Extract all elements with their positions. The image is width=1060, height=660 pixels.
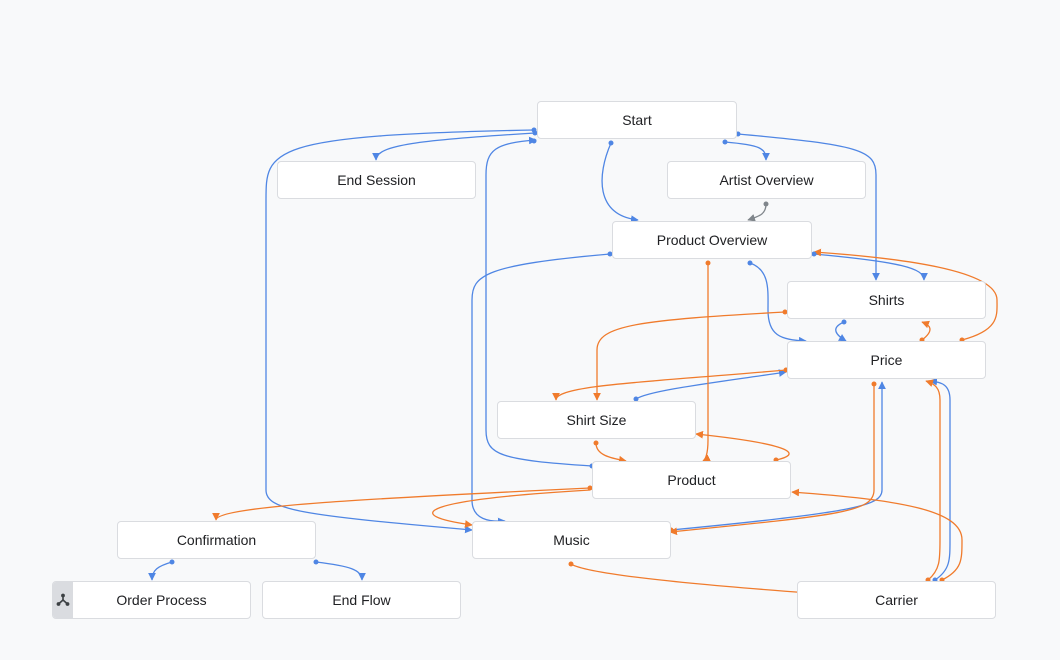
node-label: Product Overview [656, 232, 768, 248]
node-confirmation[interactable]: Confirmation [117, 521, 316, 559]
edge-shirts-price [835, 321, 847, 342]
edge-price-music [669, 384, 875, 536]
node-order-process[interactable]: Order Process [52, 581, 251, 619]
edge-carrier-price [925, 379, 941, 581]
edge-price-product-overview [813, 248, 998, 341]
node-label: Shirt Size [566, 412, 627, 428]
node-label: Artist Overview [719, 172, 814, 188]
edge-start-artist-overview [724, 141, 770, 161]
node-shirts[interactable]: Shirts [787, 281, 986, 319]
edge-confirmation-end-flow [315, 561, 366, 581]
edge-product-start [485, 136, 593, 467]
node-carrier[interactable]: Carrier [797, 581, 996, 619]
edge-start-music [265, 129, 535, 534]
node-music[interactable]: Music [472, 521, 671, 559]
edge-endpoints [169, 127, 965, 583]
node-end-flow[interactable]: End Flow [262, 581, 461, 619]
edge-product-confirmation [212, 487, 591, 521]
edge-music-price [670, 381, 886, 531]
edge-product-shirt-size [695, 430, 790, 461]
node-label: Carrier [875, 592, 918, 608]
edge-product-overview-price [749, 262, 807, 345]
edge-product-music [432, 489, 591, 528]
node-end-session[interactable]: End Session [277, 161, 476, 199]
node-label: Music [553, 532, 590, 548]
node-label: Order Process [116, 592, 207, 608]
node-shirt-size[interactable]: Shirt Size [497, 401, 696, 439]
edge-start-shirts [737, 133, 880, 281]
node-label: End Session [337, 172, 416, 188]
flow-branch-icon [53, 582, 73, 618]
node-label: Price [870, 352, 903, 368]
edge-artist-overview-product-overview [747, 203, 767, 222]
edge-price-shirts [921, 320, 931, 341]
edge-shirt-size-price [635, 369, 787, 400]
node-label: Product [667, 472, 716, 488]
edge-price-shirt-size [552, 369, 787, 401]
node-label: Shirts [868, 292, 905, 308]
edge-product-overview-shirts [813, 253, 928, 281]
node-label: Confirmation [176, 532, 257, 548]
edge-carrier-product [791, 488, 963, 581]
edge-shirt-size-product [595, 442, 627, 464]
node-product-overview[interactable]: Product Overview [612, 221, 812, 259]
node-product[interactable]: Product [592, 461, 791, 499]
edge-product-overview-music [471, 253, 611, 526]
edge-start-end-session [372, 132, 536, 161]
edge-product-overview-product [702, 263, 712, 462]
edge-shirts-shirt-size [593, 311, 786, 401]
node-label: Start [622, 112, 652, 128]
node-label: End Flow [332, 592, 391, 608]
node-price[interactable]: Price [787, 341, 986, 379]
node-start[interactable]: Start [537, 101, 737, 139]
node-artist-overview[interactable]: Artist Overview [667, 161, 866, 199]
edge-music-carrier [570, 563, 811, 597]
edge-start-product-overview [601, 142, 639, 224]
edge-confirmation-order-process [148, 561, 173, 581]
edge-carrier-price [929, 377, 951, 581]
